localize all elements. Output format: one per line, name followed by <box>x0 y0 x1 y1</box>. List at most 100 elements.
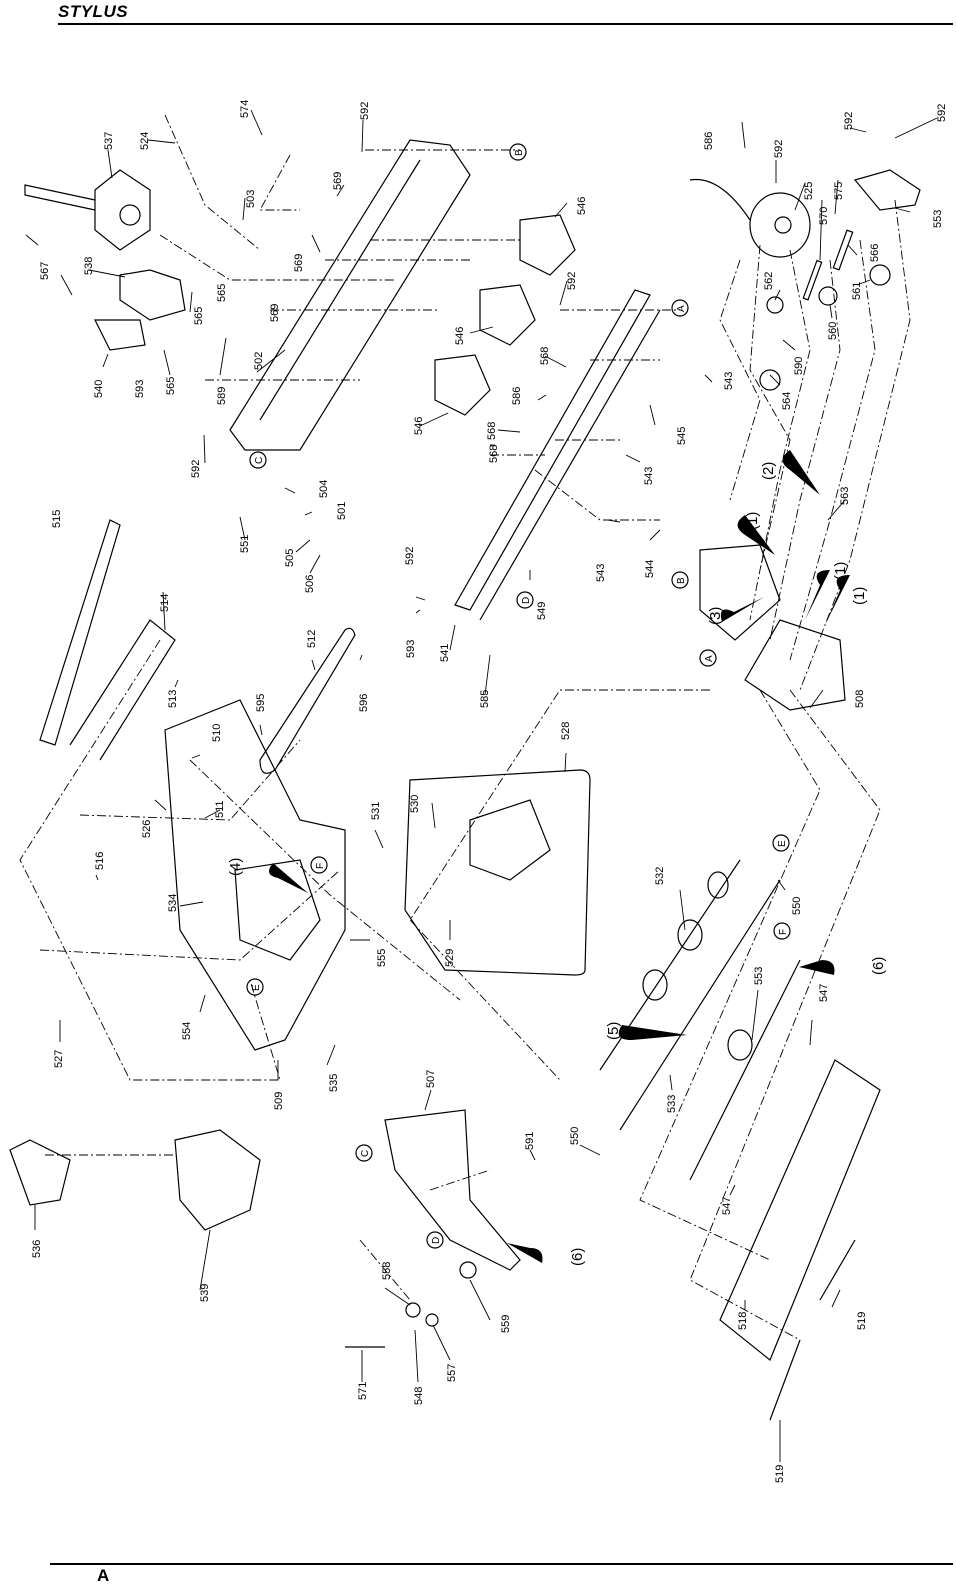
callout-549: 549 <box>536 602 548 620</box>
block-546b-shape <box>479 284 536 346</box>
belt-512-shape <box>259 627 356 774</box>
callout-541: 541 <box>439 644 451 662</box>
part-shapes <box>9 139 921 1421</box>
callout-561: 561 <box>851 282 863 300</box>
svg-text:F: F <box>778 929 789 935</box>
plate-553-shape <box>853 169 921 211</box>
ref-marker-b-top: B <box>509 143 527 161</box>
callout-563: 563 <box>839 487 851 505</box>
gear-564-shape <box>759 369 781 391</box>
ref-marker-d-top: D <box>516 591 534 609</box>
ref-marker-a-top: A <box>671 299 689 317</box>
callout-537: 537 <box>103 132 115 150</box>
callout-592: 592 <box>773 140 785 158</box>
callout-553: 553 <box>932 210 944 228</box>
callout-559: 559 <box>500 1315 512 1333</box>
svg-text:A: A <box>676 305 687 312</box>
unit-539-shape <box>174 1129 261 1231</box>
callout-565: 565 <box>216 284 228 302</box>
motor-525-shape <box>749 192 811 258</box>
svg-text:B: B <box>514 149 525 156</box>
ref-marker-a-mid: A <box>699 649 717 667</box>
callout-538: 538 <box>83 257 95 275</box>
callout-532: 532 <box>654 867 666 885</box>
carriage-508-shape <box>744 619 846 711</box>
callout-558: 558 <box>381 1262 393 1280</box>
lubrication-step-labels: (1) (1) (1) (2) (3) (4) (5) (6) (6) <box>227 462 887 1266</box>
callout-518: 518 <box>737 1312 749 1330</box>
callout-519: 519 <box>774 1465 786 1483</box>
cable-514-shape <box>39 519 176 761</box>
callout-565: 565 <box>193 307 205 325</box>
block-546c-shape <box>434 354 491 416</box>
callout-510: 510 <box>211 724 223 742</box>
lever-536-shape <box>9 1139 71 1206</box>
callout-543: 543 <box>643 467 655 485</box>
svg-text:F: F <box>315 863 326 869</box>
ref-marker-e-right: E <box>772 834 790 852</box>
callout-547: 547 <box>721 1197 733 1215</box>
callout-531: 531 <box>370 802 382 820</box>
callout-525: 525 <box>803 182 815 200</box>
svg-text:C: C <box>254 457 265 464</box>
callout-562: 562 <box>763 272 775 290</box>
callout-567: 567 <box>39 262 51 280</box>
page-header-title: STYLUS <box>58 2 129 21</box>
svg-text:E: E <box>777 840 788 847</box>
motor-537-shape <box>24 169 151 251</box>
callout-550: 550 <box>791 897 803 915</box>
callout-524: 524 <box>139 132 151 150</box>
part-callout-labels: 537 524 574 592 569 503 569 569 567 538 … <box>31 100 948 1483</box>
callout-543: 543 <box>723 372 735 390</box>
callout-502: 502 <box>253 352 265 370</box>
shaft-533-shape <box>619 879 781 1131</box>
cover-540-shape <box>94 319 146 351</box>
callout-574: 574 <box>239 100 251 118</box>
frame-502-shape <box>229 139 471 451</box>
tray-518-shape <box>719 1059 881 1361</box>
footer-page-label: A <box>97 1566 110 1585</box>
callout-527: 527 <box>53 1050 65 1068</box>
callout-516: 516 <box>94 852 106 870</box>
callout-501: 501 <box>336 502 348 520</box>
lubrication-pointers <box>269 450 850 1263</box>
callout-507: 507 <box>425 1070 437 1088</box>
callout-545: 545 <box>676 427 688 445</box>
callout-592: 592 <box>936 104 948 122</box>
lube-label-6a: (6) <box>870 957 887 975</box>
ref-marker-f-right: F <box>773 922 791 940</box>
ref-marker-c-bottom: C <box>355 1144 373 1162</box>
callout-519: 519 <box>856 1312 868 1330</box>
ref-marker-d-bottom: D <box>426 1231 444 1249</box>
callout-554: 554 <box>181 1022 193 1040</box>
callout-593: 593 <box>134 380 146 398</box>
callout-540: 540 <box>93 380 105 398</box>
assembly-guide-lines <box>19 114 911 1341</box>
callout-568: 568 <box>488 445 500 463</box>
callout-543: 543 <box>595 564 607 582</box>
callout-585: 585 <box>479 690 491 708</box>
gear-562-shape <box>766 296 784 314</box>
callout-560: 560 <box>827 322 839 340</box>
callout-568: 568 <box>539 347 551 365</box>
lube-label-3: (3) <box>707 607 724 625</box>
callout-546: 546 <box>454 327 466 345</box>
callout-548: 548 <box>413 1387 425 1405</box>
callout-503: 503 <box>245 190 257 208</box>
svg-text:C: C <box>360 1150 371 1157</box>
callout-515: 515 <box>51 510 63 528</box>
ref-marker-b-mid: B <box>671 571 689 589</box>
footer-divider <box>50 1563 953 1565</box>
callout-557: 557 <box>446 1364 458 1382</box>
callout-555: 555 <box>376 949 388 967</box>
ref-marker-f-mid: F <box>310 856 328 874</box>
callout-546: 546 <box>413 417 425 435</box>
callout-539: 539 <box>199 1284 211 1302</box>
callout-586: 586 <box>703 132 715 150</box>
lube-label-1b: (1) <box>832 562 849 580</box>
callout-547: 547 <box>818 984 830 1002</box>
callout-564: 564 <box>781 392 793 410</box>
lube-label-4: (4) <box>227 858 244 876</box>
callout-533: 533 <box>666 1095 678 1113</box>
